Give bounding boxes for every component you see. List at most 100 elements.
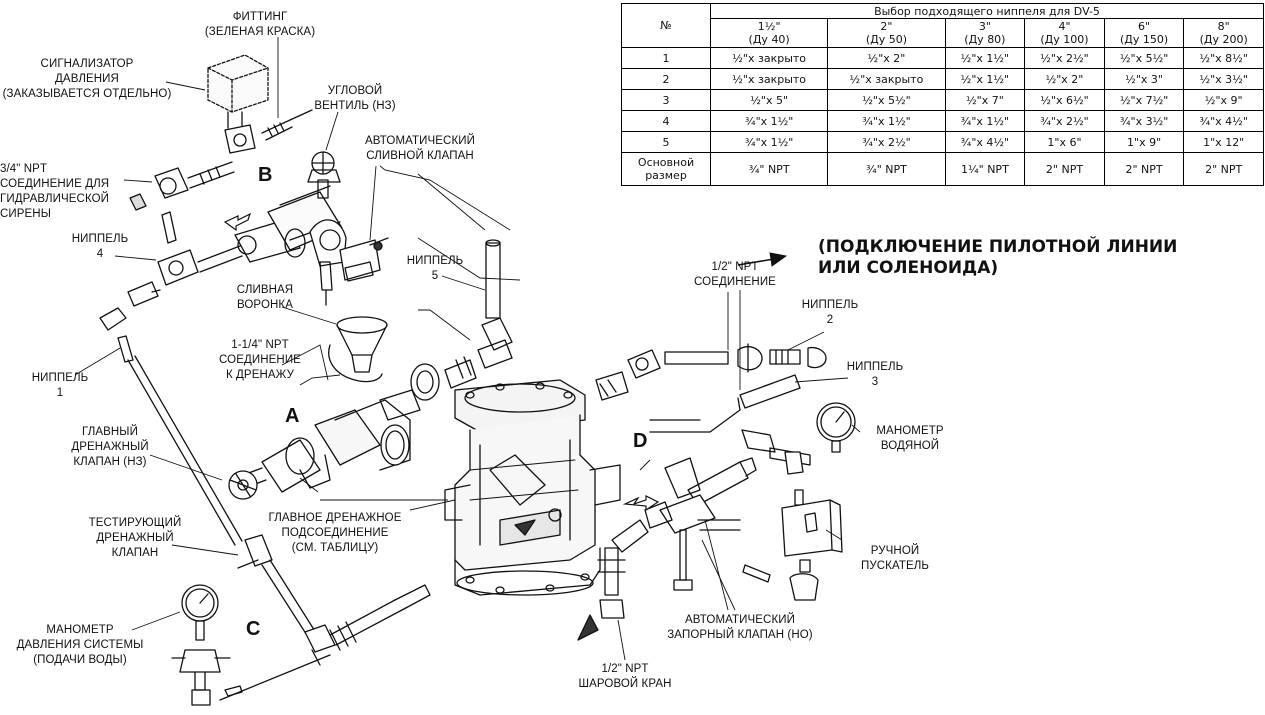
main-drain-valve-a: [228, 399, 411, 500]
base-size-cell: 1¼" NPT: [944, 152, 1026, 186]
table-cell: 1"x 6": [1024, 131, 1105, 153]
row-number: 2: [621, 68, 711, 90]
water-gauge: [741, 402, 856, 475]
size-dn: (Ду 50): [865, 33, 908, 46]
nipple-selection-table: № Выбор подходящего ниппеля для DV-5 1½"…: [621, 3, 1264, 186]
size-dn: (Ду 150): [1119, 33, 1169, 46]
table-cell: 1"x 9": [1103, 131, 1185, 153]
size-inch: 6": [1138, 20, 1151, 33]
table-cell: ½"x 5½": [1103, 47, 1185, 69]
table-cell: ¾"x 1½": [709, 131, 829, 153]
table-cell: ½"x 6½": [1024, 89, 1105, 111]
size-dn: (Ду 100): [1040, 33, 1089, 46]
table-cell: ½"x 3": [1103, 68, 1185, 90]
letter-d-marker: D: [633, 430, 648, 452]
fitting-tee-top: [224, 109, 313, 154]
size-dn: (Ду 80): [964, 33, 1006, 46]
table-cell: ½"x 5": [709, 89, 829, 111]
size-header-cell: 1½"(Ду 40): [709, 18, 829, 48]
table-title: Выбор подходящего ниппеля для DV-5: [710, 3, 1264, 19]
table-cell: 1"x 12": [1183, 131, 1264, 153]
fitting-label: ФИТТИНГ(ЗЕЛЕНАЯ КРАСКА): [204, 11, 316, 38]
table-cell: ¾"x 4½": [944, 131, 1026, 153]
size-dn: (Ду 40): [748, 33, 790, 46]
table-cell: ½"x закрыто: [827, 68, 946, 90]
deluge-valve-body: [444, 379, 621, 596]
siren-tee: [129, 161, 235, 211]
letter-a-marker: A: [285, 405, 300, 427]
row-number: 4: [621, 110, 711, 132]
size-inch: 8": [1217, 20, 1230, 33]
table-cell: ¾"x 3½": [1103, 110, 1185, 132]
size-header-row: 1½"(Ду 40)2"(Ду 50)3"(Ду 80)4"(Ду 100)6"…: [622, 18, 1264, 48]
letter-c-marker: C: [246, 618, 261, 640]
table-cell: ¾"x 2½": [827, 131, 946, 153]
flow-arrows: [223, 212, 660, 512]
size-header-cell: 3"(Ду 80): [944, 18, 1026, 48]
base-size-cell: 2" NPT: [1024, 152, 1105, 186]
system-pressure-gauge: [171, 584, 243, 706]
base-size-cell: ¾" NPT: [709, 152, 829, 186]
nipple-table: № Выбор подходящего ниппеля для DV-5 1½"…: [621, 3, 1264, 186]
pilot-line-note: (ПОДКЛЮЧЕНИЕ ПИЛОТНОЙ ЛИНИИ ИЛИ СОЛЕНОИД…: [818, 237, 1178, 278]
size-inch: 3": [978, 20, 991, 33]
manual-starter: [742, 489, 843, 601]
size-inch: 4": [1058, 20, 1071, 33]
drain-funnel: [328, 316, 388, 383]
table-cell: ½"x 7": [944, 89, 1026, 111]
size-inch: 2": [880, 20, 893, 33]
size-inch: 1½": [757, 20, 781, 33]
row-number: 3: [621, 89, 711, 111]
table-cell: ½"x 2½": [1024, 47, 1105, 69]
table-cell: ¾"x 1½": [709, 110, 829, 132]
base-size-cell: 2" NPT: [1103, 152, 1185, 186]
auto-shutoff-d: [577, 457, 757, 641]
table-cell: ¾"x 1½": [944, 110, 1026, 132]
pilot-line-pipes: [595, 343, 827, 433]
size-header-cell: 6"(Ду 150): [1103, 18, 1185, 48]
table-cell: ½"x 7½": [1103, 89, 1185, 111]
table-cell: ½"x закрыто: [709, 68, 829, 90]
size-header-cell: 4"(Ду 100): [1024, 18, 1105, 48]
size-header-cell: 2"(Ду 50): [827, 18, 946, 48]
base-size-cell: 2" NPT: [1183, 152, 1264, 186]
table-cell: ½"x 1½": [944, 68, 1026, 90]
table-cell: ½"x 2": [1024, 68, 1105, 90]
table-cell: ¾"x 4½": [1183, 110, 1264, 132]
table-cell: ¾"x 1½": [827, 110, 946, 132]
nipple-4-line: [127, 211, 243, 307]
table-cell: ½"x 5½": [827, 89, 946, 111]
table-cell: ½"x 2": [827, 47, 946, 69]
row-number: 1: [621, 47, 711, 69]
size-dn: (Ду 200): [1199, 33, 1248, 46]
left-vertical-pipe: [99, 307, 336, 653]
b-valve-assembly: [234, 151, 389, 306]
row-number: 5: [621, 131, 711, 153]
